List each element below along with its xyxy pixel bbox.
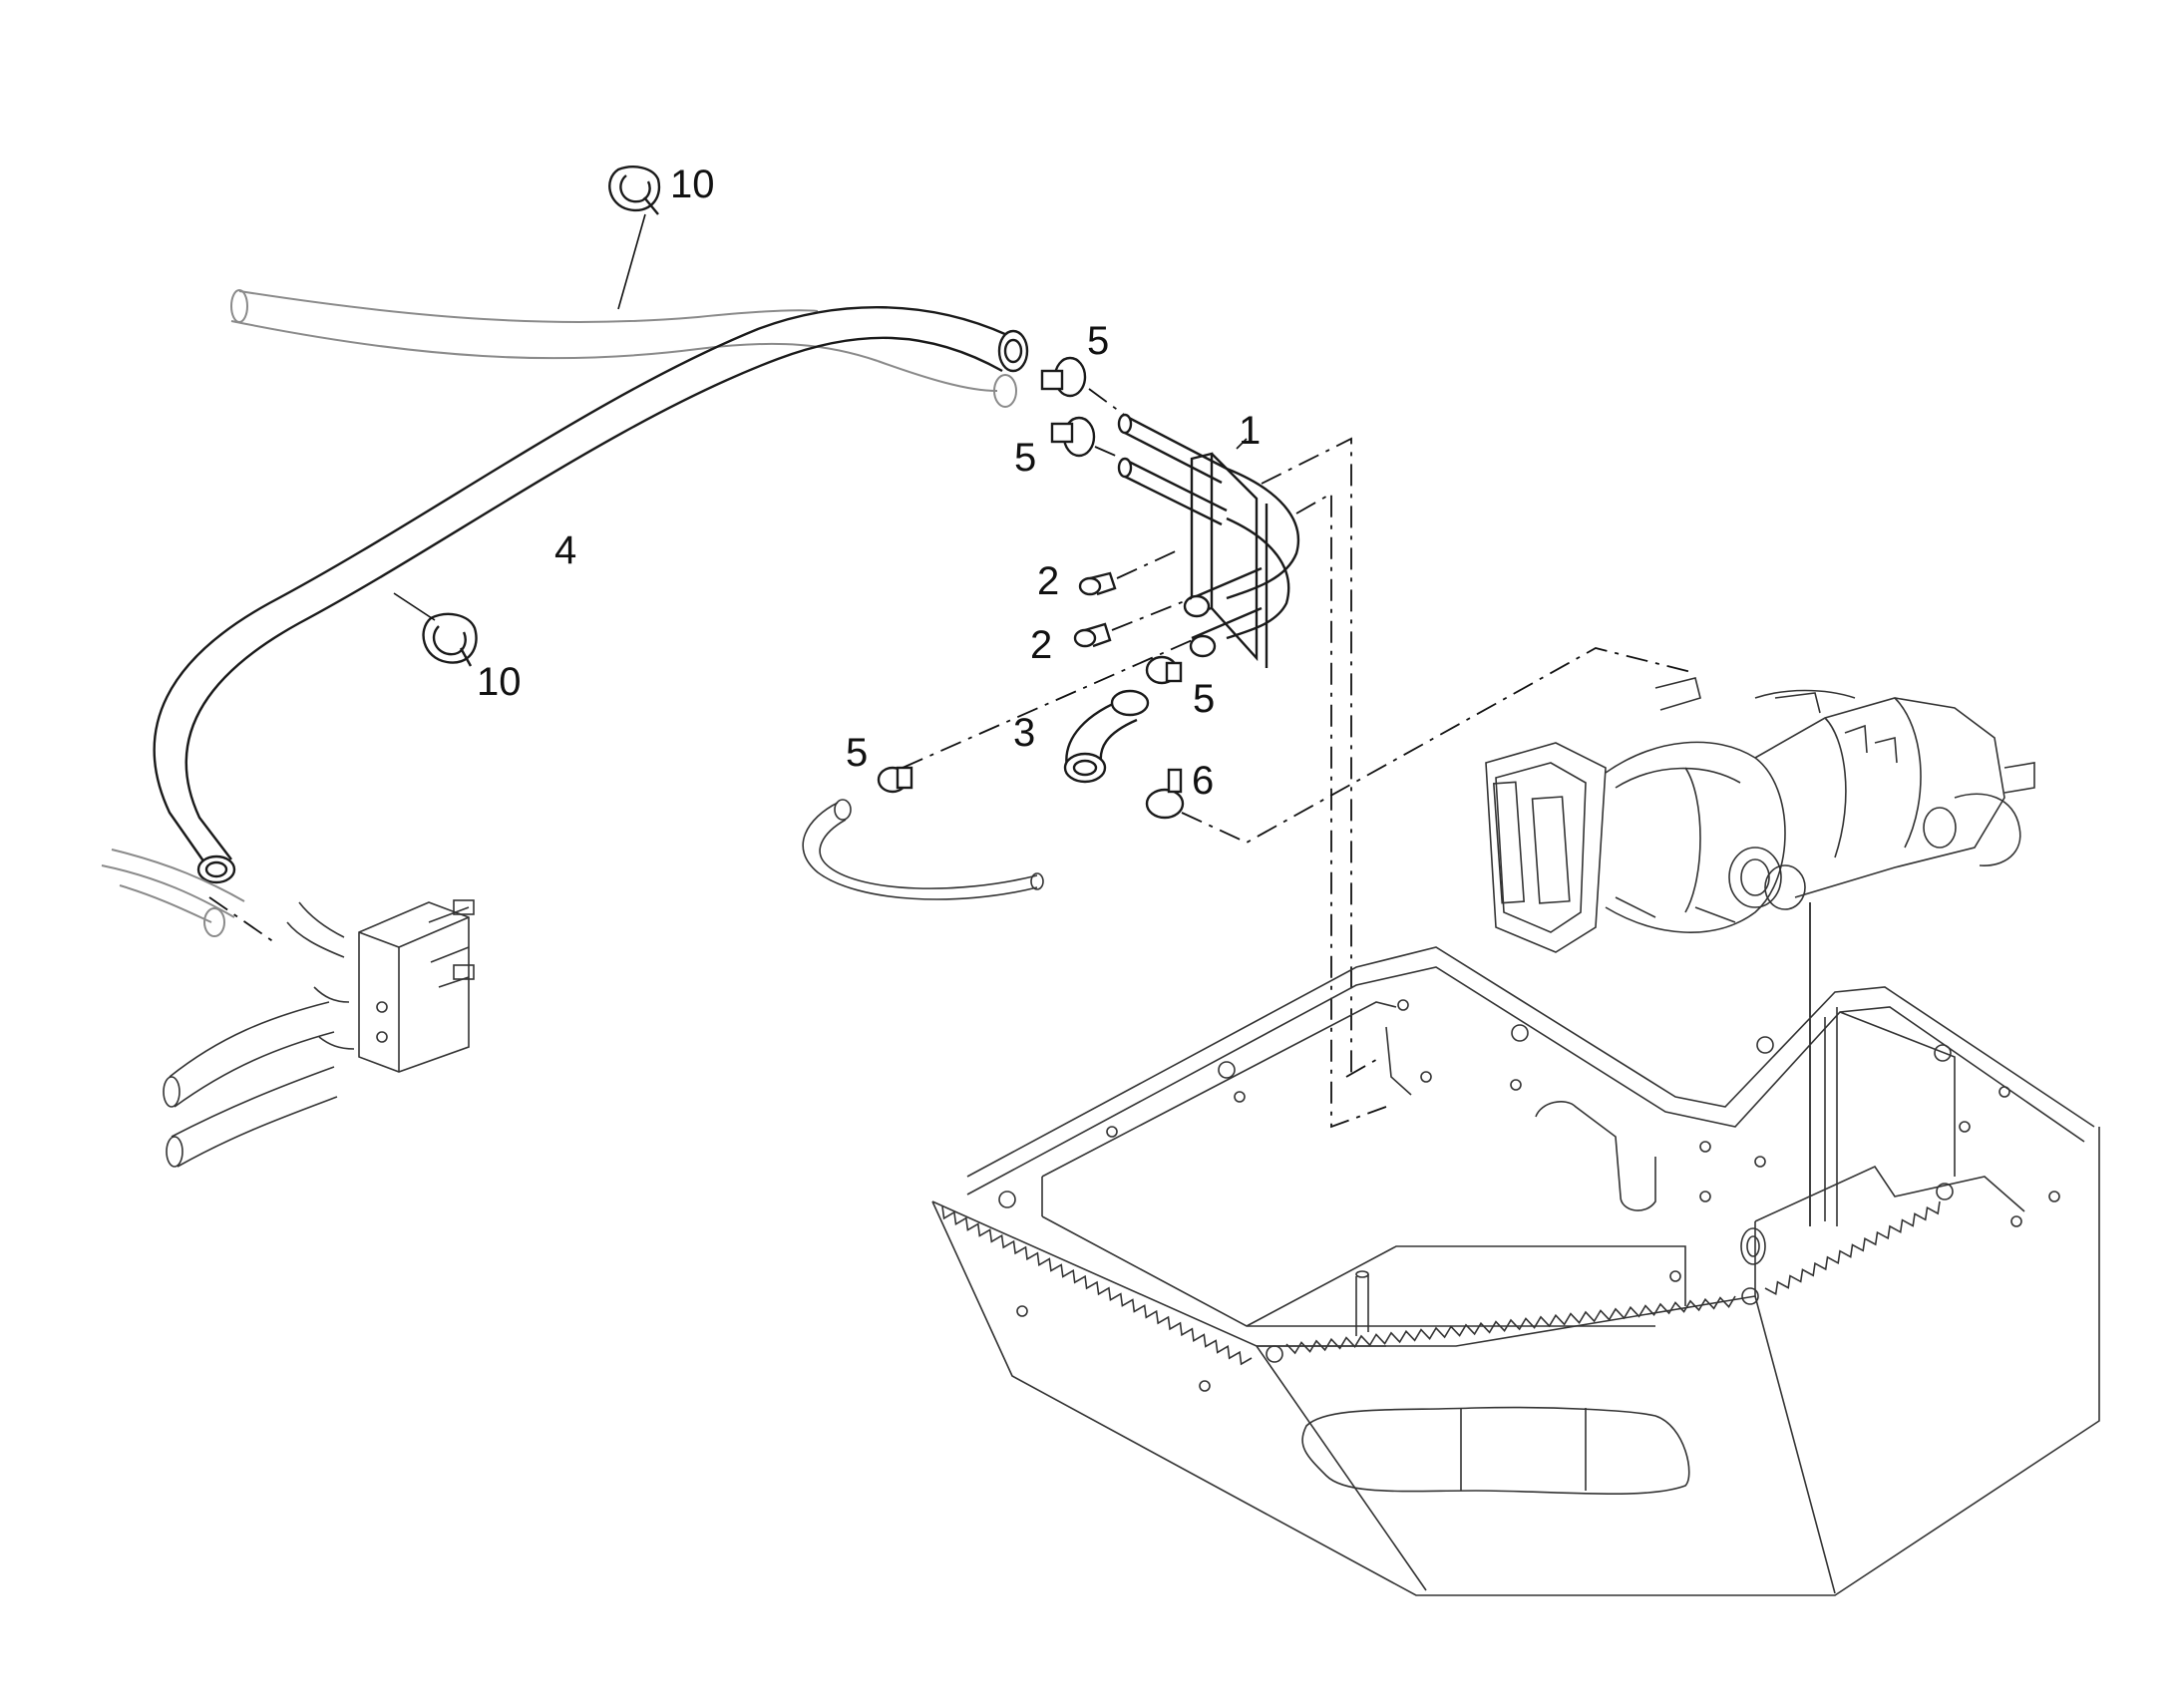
leader-line bbox=[1236, 438, 1248, 450]
elbow-hose-item-3[interactable] bbox=[1063, 689, 1150, 784]
callout-1: 1 bbox=[1239, 409, 1261, 453]
pipe-assembly-item-1[interactable] bbox=[1117, 413, 1299, 668]
ghost-hose-end bbox=[877, 360, 1017, 408]
callout-5-elbow: 5 bbox=[1193, 677, 1215, 721]
serration bbox=[1764, 1200, 1941, 1296]
clamp-icon[interactable] bbox=[1040, 356, 1087, 398]
screw-icon[interactable] bbox=[1073, 622, 1112, 648]
assembly-line bbox=[1088, 388, 1128, 418]
ghost-hose-upper bbox=[230, 289, 879, 362]
manifold-block bbox=[358, 899, 475, 1073]
small-hose bbox=[802, 799, 1044, 900]
callout-6: 6 bbox=[1192, 759, 1214, 803]
hose-item-4[interactable] bbox=[153, 306, 1029, 884]
callout-3: 3 bbox=[1013, 711, 1035, 755]
assembly-line bbox=[902, 637, 1198, 769]
clip-icon[interactable] bbox=[422, 612, 478, 667]
assembly-line bbox=[1261, 437, 1352, 1077]
clamp-icon[interactable] bbox=[877, 766, 913, 794]
assembly-line bbox=[208, 896, 275, 943]
clamp-icon[interactable] bbox=[1145, 768, 1185, 820]
heater-unit bbox=[1485, 677, 2035, 953]
serration bbox=[1285, 1295, 1736, 1355]
assembly-line bbox=[1181, 647, 1696, 845]
serration bbox=[941, 1205, 1253, 1366]
clip-icon[interactable] bbox=[608, 166, 661, 215]
manifold-hoses bbox=[101, 849, 355, 1168]
callout-2-lower: 2 bbox=[1030, 623, 1052, 667]
leader-line bbox=[617, 213, 646, 310]
assembly-line bbox=[1094, 446, 1128, 462]
callout-10-lower: 10 bbox=[477, 660, 522, 704]
callout-10-top: 10 bbox=[670, 163, 715, 206]
assembly-line bbox=[1295, 492, 1387, 1129]
leader-line bbox=[393, 592, 436, 621]
tray-serrated-edge bbox=[941, 1200, 1941, 1366]
assembly-line bbox=[1116, 547, 1183, 579]
clamp-icon[interactable] bbox=[1145, 655, 1183, 685]
clamp-icon[interactable] bbox=[1050, 416, 1096, 458]
assembly-line bbox=[1345, 1056, 1382, 1078]
callout-4: 4 bbox=[554, 528, 576, 572]
callout-2-upper: 2 bbox=[1037, 559, 1059, 603]
callout-5-top: 5 bbox=[1087, 319, 1109, 363]
callout-5-left: 5 bbox=[846, 731, 868, 775]
callout-5-second: 5 bbox=[1014, 436, 1036, 480]
screw-icon[interactable] bbox=[1078, 571, 1117, 596]
tray-housing bbox=[931, 946, 2100, 1596]
assembly-line bbox=[1111, 597, 1193, 631]
